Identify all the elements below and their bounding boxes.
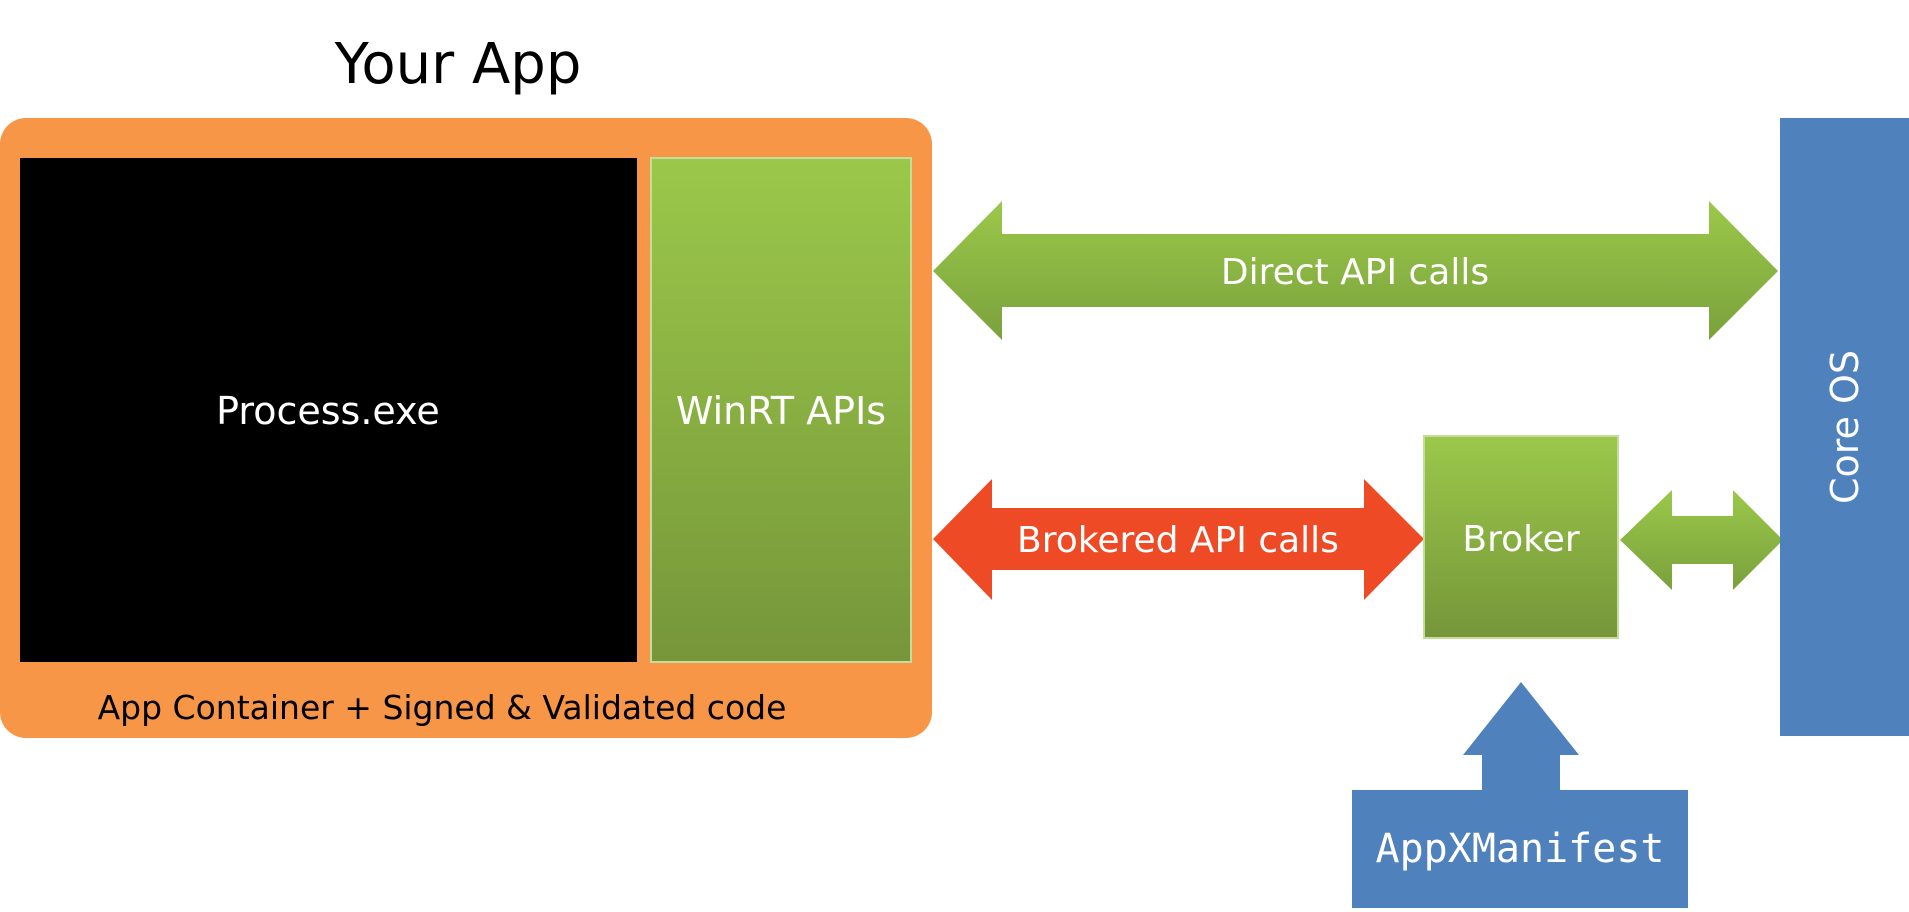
process-label: Process.exe xyxy=(216,389,440,433)
process-box xyxy=(20,158,637,662)
winrt-apis-label: WinRT APIs xyxy=(676,389,886,433)
broker-box xyxy=(1423,435,1619,639)
manifest-up-arrow xyxy=(1463,682,1579,790)
core-os-bar xyxy=(1780,118,1909,736)
broker-label: Broker xyxy=(1462,519,1579,560)
appx-manifest-box xyxy=(1352,790,1688,908)
direct-api-calls-arrow xyxy=(933,201,1778,340)
core-os-label: Core OS xyxy=(1823,350,1867,504)
brokered-api-calls-label: Brokered API calls xyxy=(1017,520,1339,561)
diagram-title: Your App xyxy=(334,32,582,97)
direct-api-calls-label: Direct API calls xyxy=(1221,252,1489,293)
appx-manifest-label: AppXManifest xyxy=(1376,826,1665,872)
broker-core-os-arrow xyxy=(1620,490,1783,590)
winrt-apis-box xyxy=(650,157,912,663)
brokered-api-calls-arrow xyxy=(933,479,1424,600)
app-container-label: App Container + Signed & Validated code xyxy=(98,688,787,727)
